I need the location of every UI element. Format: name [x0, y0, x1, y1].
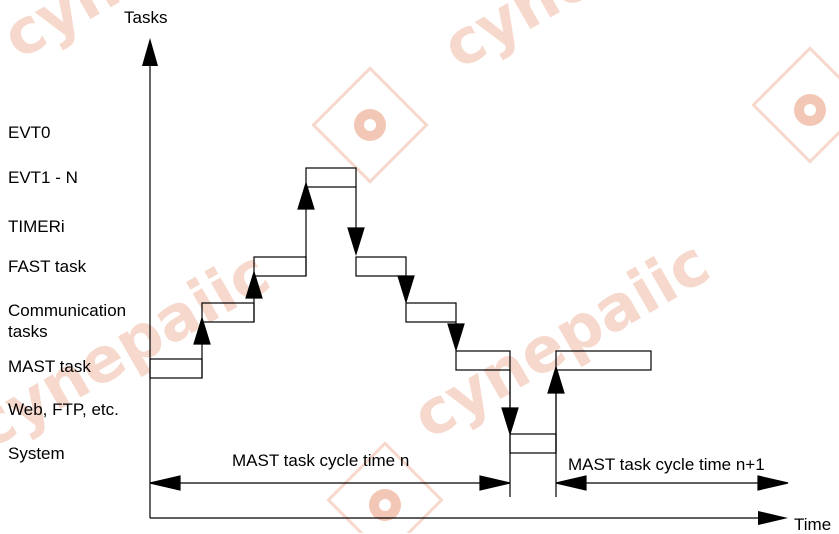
left-arrow-icon	[555, 475, 587, 491]
down-arrow-icon	[347, 227, 365, 257]
up-arrow-icon	[547, 364, 565, 394]
task-execution-boxes	[149, 167, 652, 497]
fast-task-box	[253, 256, 307, 277]
watermark-logo-icon	[326, 441, 444, 533]
task-label-communication: Communication tasks	[8, 301, 127, 341]
right-arrow-icon	[757, 475, 789, 491]
mast-task-resume-box	[455, 350, 511, 371]
cycle-label-n-plus-1: MAST task cycle time n+1	[568, 455, 765, 474]
task-label-evt0: EVT0	[8, 123, 51, 142]
watermark-logo-icon	[311, 66, 429, 184]
task-label-timeri: TIMERi	[8, 217, 65, 236]
cycle-time-arrows	[149, 475, 789, 491]
mast-task-box	[149, 358, 203, 379]
up-arrow-icon	[193, 315, 211, 345]
y-axis-label: Tasks	[124, 8, 168, 27]
left-arrow-icon	[149, 475, 181, 491]
watermark-logo-icon	[751, 46, 839, 164]
task-label-evt1-n: EVT1 - N	[8, 168, 78, 187]
communication-task-box	[201, 302, 255, 323]
up-arrow-icon	[297, 180, 315, 210]
up-arrow-icon	[245, 269, 263, 299]
fast-task-resume-box	[355, 256, 407, 277]
axes	[149, 62, 762, 519]
down-arrow-icon	[447, 323, 465, 353]
web-ftp-box	[509, 433, 557, 454]
transition-arrows	[193, 180, 565, 453]
task-label-web-ftp: Web, FTP, etc.	[8, 400, 119, 419]
right-arrow-icon	[479, 475, 511, 491]
task-label-system: System	[8, 444, 65, 463]
down-arrow-icon	[397, 275, 415, 305]
watermark-logo-icons	[311, 46, 839, 533]
cycle-label-n: MAST task cycle time n	[232, 451, 410, 470]
down-arrow-icon	[501, 407, 519, 437]
task-label-mast: MAST task	[8, 357, 91, 376]
evt1-task-box	[305, 167, 357, 188]
x-axis-arrowhead	[758, 511, 788, 525]
mast-task-next-cycle-box	[555, 350, 652, 371]
task-label-fast: FAST task	[8, 257, 87, 276]
communication-task-resume-box	[405, 302, 457, 323]
x-axis-label: Time	[794, 515, 832, 534]
y-axis-arrowhead	[142, 38, 158, 66]
